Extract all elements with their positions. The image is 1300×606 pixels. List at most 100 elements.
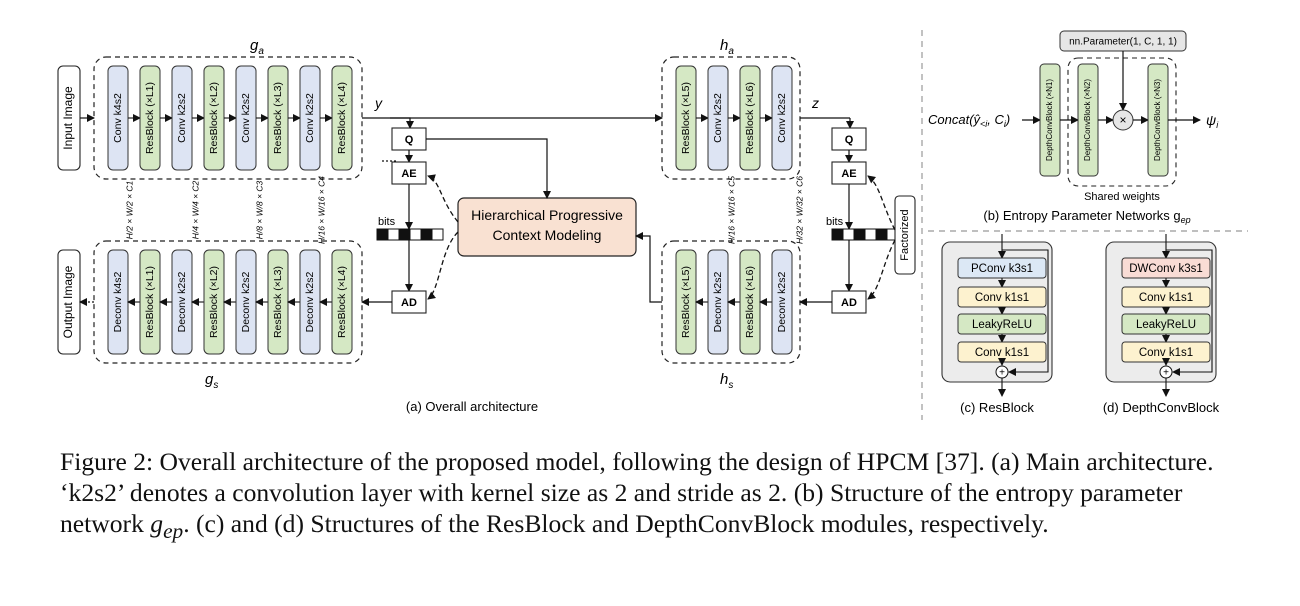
depthconv-item-4-label: Conv k1s1 bbox=[1139, 347, 1193, 359]
ga-block-2-label: ResBlock (×L1) bbox=[144, 82, 156, 154]
gs-block-3-label: Deconv k2s2 bbox=[176, 271, 188, 332]
y-to-q-line bbox=[390, 117, 414, 129]
hpcm-line2: Context Modeling bbox=[493, 227, 602, 243]
ga-block-5-label: Conv k2s2 bbox=[240, 93, 252, 143]
depthconv-item-3-label: LeakyReLU bbox=[1136, 319, 1196, 331]
resblock-item-4-label: Conv k1s1 bbox=[975, 347, 1029, 359]
architecture-figure: ga gs ha hs Input Image Output Image Con… bbox=[57, 30, 1248, 420]
bits-right-cell-3 bbox=[853, 228, 866, 241]
ae-label-left: AE bbox=[401, 168, 416, 180]
ha-blocks: ResBlock (×L5) Conv k2s2 ResBlock (×L6) Con… bbox=[675, 65, 793, 171]
hs-to-hpcm-line bbox=[635, 232, 662, 303]
caption-c: (c) ResBlock bbox=[960, 400, 1034, 415]
hs-block-3-label: ResBlock (×L6) bbox=[744, 266, 756, 338]
resblock-item-2-label: Conv k1s1 bbox=[975, 292, 1029, 304]
ep-block-n1-label: DepthConvBlock (×N1) bbox=[1045, 79, 1054, 161]
bits-right-cell-1 bbox=[831, 228, 844, 241]
ep-input-label: Concat(ŷ<i, Ci) bbox=[928, 112, 1010, 129]
gs-block-2-label: ResBlock (×L1) bbox=[144, 266, 156, 338]
hs-block-4 bbox=[771, 249, 793, 355]
resblock-skip-connection bbox=[1002, 249, 1049, 376]
ga-block-1-label: Conv k4s2 bbox=[112, 93, 124, 143]
bits-left-cell-4 bbox=[409, 228, 422, 241]
caption-text-suffix: . (c) and (d) Structures of the ResBlock… bbox=[183, 509, 1049, 538]
ga-blocks: Conv k4s2 ResBlock (×L1) Conv k2s2 ResBlock… bbox=[107, 65, 353, 171]
factorized-to-ae bbox=[867, 175, 896, 231]
resblock-add-symbol: + bbox=[999, 368, 1005, 379]
depthconv-skip-connection bbox=[1166, 249, 1213, 376]
ad-label-right: AD bbox=[841, 297, 857, 309]
gs-block-1-label: Deconv k4s2 bbox=[112, 271, 124, 332]
bitstream-left bbox=[376, 228, 444, 241]
gs-blocks: Deconv k4s2 ResBlock (×L1) Deconv k2s2 ResB… bbox=[107, 249, 353, 355]
ha-block-1-label: ResBlock (×L5) bbox=[680, 82, 692, 154]
bitstream-right bbox=[831, 228, 899, 241]
q-label-left: Q bbox=[405, 134, 414, 146]
dimension-labels: H/2 × W/2 × C1 H/4 × W/4 × C2 H/8 × W/8 × … bbox=[124, 176, 804, 244]
hpcm-to-ad-dashed bbox=[427, 231, 459, 300]
gs-block-6-label: ResBlock (×L3) bbox=[272, 266, 284, 338]
caption-b: (b) Entropy Parameter Networks gep bbox=[983, 208, 1190, 225]
hs-label: hs bbox=[720, 371, 733, 391]
bits-right-cell-5 bbox=[875, 228, 888, 241]
gs-label: gs bbox=[205, 371, 218, 391]
shared-weights-label: Shared weights bbox=[1084, 191, 1160, 203]
ga-block-8 bbox=[331, 65, 353, 171]
q-to-hpcm-line bbox=[426, 138, 551, 199]
hs-block-4-label: Deconv k2s2 bbox=[776, 271, 788, 332]
resblock-item-3-label: LeakyReLU bbox=[972, 319, 1032, 331]
hs-block-1-label: ResBlock (×L5) bbox=[680, 266, 692, 338]
gs-group bbox=[93, 240, 363, 364]
hpcm-line1: Hierarchical Progressive bbox=[471, 207, 623, 223]
dimension-label-3: H/8 × W/8 × C3 bbox=[254, 180, 264, 239]
hpcm-to-ae-dashed bbox=[427, 174, 459, 223]
dimension-label-6: H/32 × W/32 × C6 bbox=[794, 176, 804, 244]
bits-left-cell-3 bbox=[398, 228, 411, 241]
dimension-label-5: H/16 × W/16 × C5 bbox=[726, 176, 736, 244]
ha-block-4 bbox=[771, 65, 793, 171]
factorized-box bbox=[894, 195, 916, 275]
bits-label-right: bits bbox=[826, 216, 844, 228]
bits-left-cell-2 bbox=[387, 228, 400, 241]
ha-block-4-label: Conv k2s2 bbox=[776, 93, 788, 143]
gs-block-4-label: ResBlock (×L2) bbox=[208, 266, 220, 338]
ha-block-2-label: Conv k2s2 bbox=[712, 93, 724, 143]
bits-left-cell-5 bbox=[420, 228, 433, 241]
dimension-label-1: H/2 × W/2 × C1 bbox=[124, 180, 134, 239]
gs-block-8 bbox=[331, 249, 353, 355]
y-label: y bbox=[374, 95, 383, 111]
hs-block-2-label: Deconv k2s2 bbox=[712, 271, 724, 332]
ga-group bbox=[93, 56, 363, 180]
input-image-label: Input Image bbox=[61, 86, 75, 150]
output-image-label: Output Image bbox=[61, 265, 75, 338]
depthconv-add-symbol: + bbox=[1163, 368, 1169, 379]
nn-parameter-label: nn.Parameter(1, C, 1, 1) bbox=[1069, 37, 1177, 48]
factorized-to-ad bbox=[867, 239, 896, 300]
ep-output-label: ψi bbox=[1206, 112, 1219, 130]
shared-weights-group bbox=[1067, 57, 1177, 187]
depthconv-item-1-label: DWConv k3s1 bbox=[1129, 263, 1203, 275]
ha-block-3-label: ResBlock (×L6) bbox=[744, 82, 756, 154]
caption-text-prefix: Figure 2: Overall architecture of the pr… bbox=[60, 447, 1214, 538]
figure-caption: Figure 2: Overall architecture of the pr… bbox=[60, 446, 1250, 547]
ga-block-6-label: ResBlock (×L3) bbox=[272, 82, 284, 154]
dimension-label-2: H/4 × W/4 × C2 bbox=[190, 180, 200, 239]
caption-d: (d) DepthConvBlock bbox=[1103, 400, 1220, 415]
gs-block-7-label: Deconv k2s2 bbox=[304, 271, 316, 332]
caption-a: (a) Overall architecture bbox=[406, 399, 538, 414]
ad-label-left: AD bbox=[401, 297, 417, 309]
bits-label-left: bits bbox=[378, 216, 396, 228]
bits-right-cell-4 bbox=[864, 228, 877, 241]
ep-block-n3-label: DepthConvBlock (×N3) bbox=[1153, 79, 1162, 161]
bits-left-cell-6 bbox=[431, 228, 444, 241]
ga-block-4-label: ResBlock (×L2) bbox=[208, 82, 220, 154]
bits-left-cell-1 bbox=[376, 228, 389, 241]
gs-block-8-label: ResBlock (×L4) bbox=[336, 266, 348, 338]
gs-block-5-label: Deconv k2s2 bbox=[240, 271, 252, 332]
factorized-label: Factorized bbox=[899, 209, 911, 260]
ae-label-right: AE bbox=[841, 168, 856, 180]
ga-label: ga bbox=[250, 37, 264, 57]
resblock-item-1-label: PConv k3s1 bbox=[971, 263, 1033, 275]
